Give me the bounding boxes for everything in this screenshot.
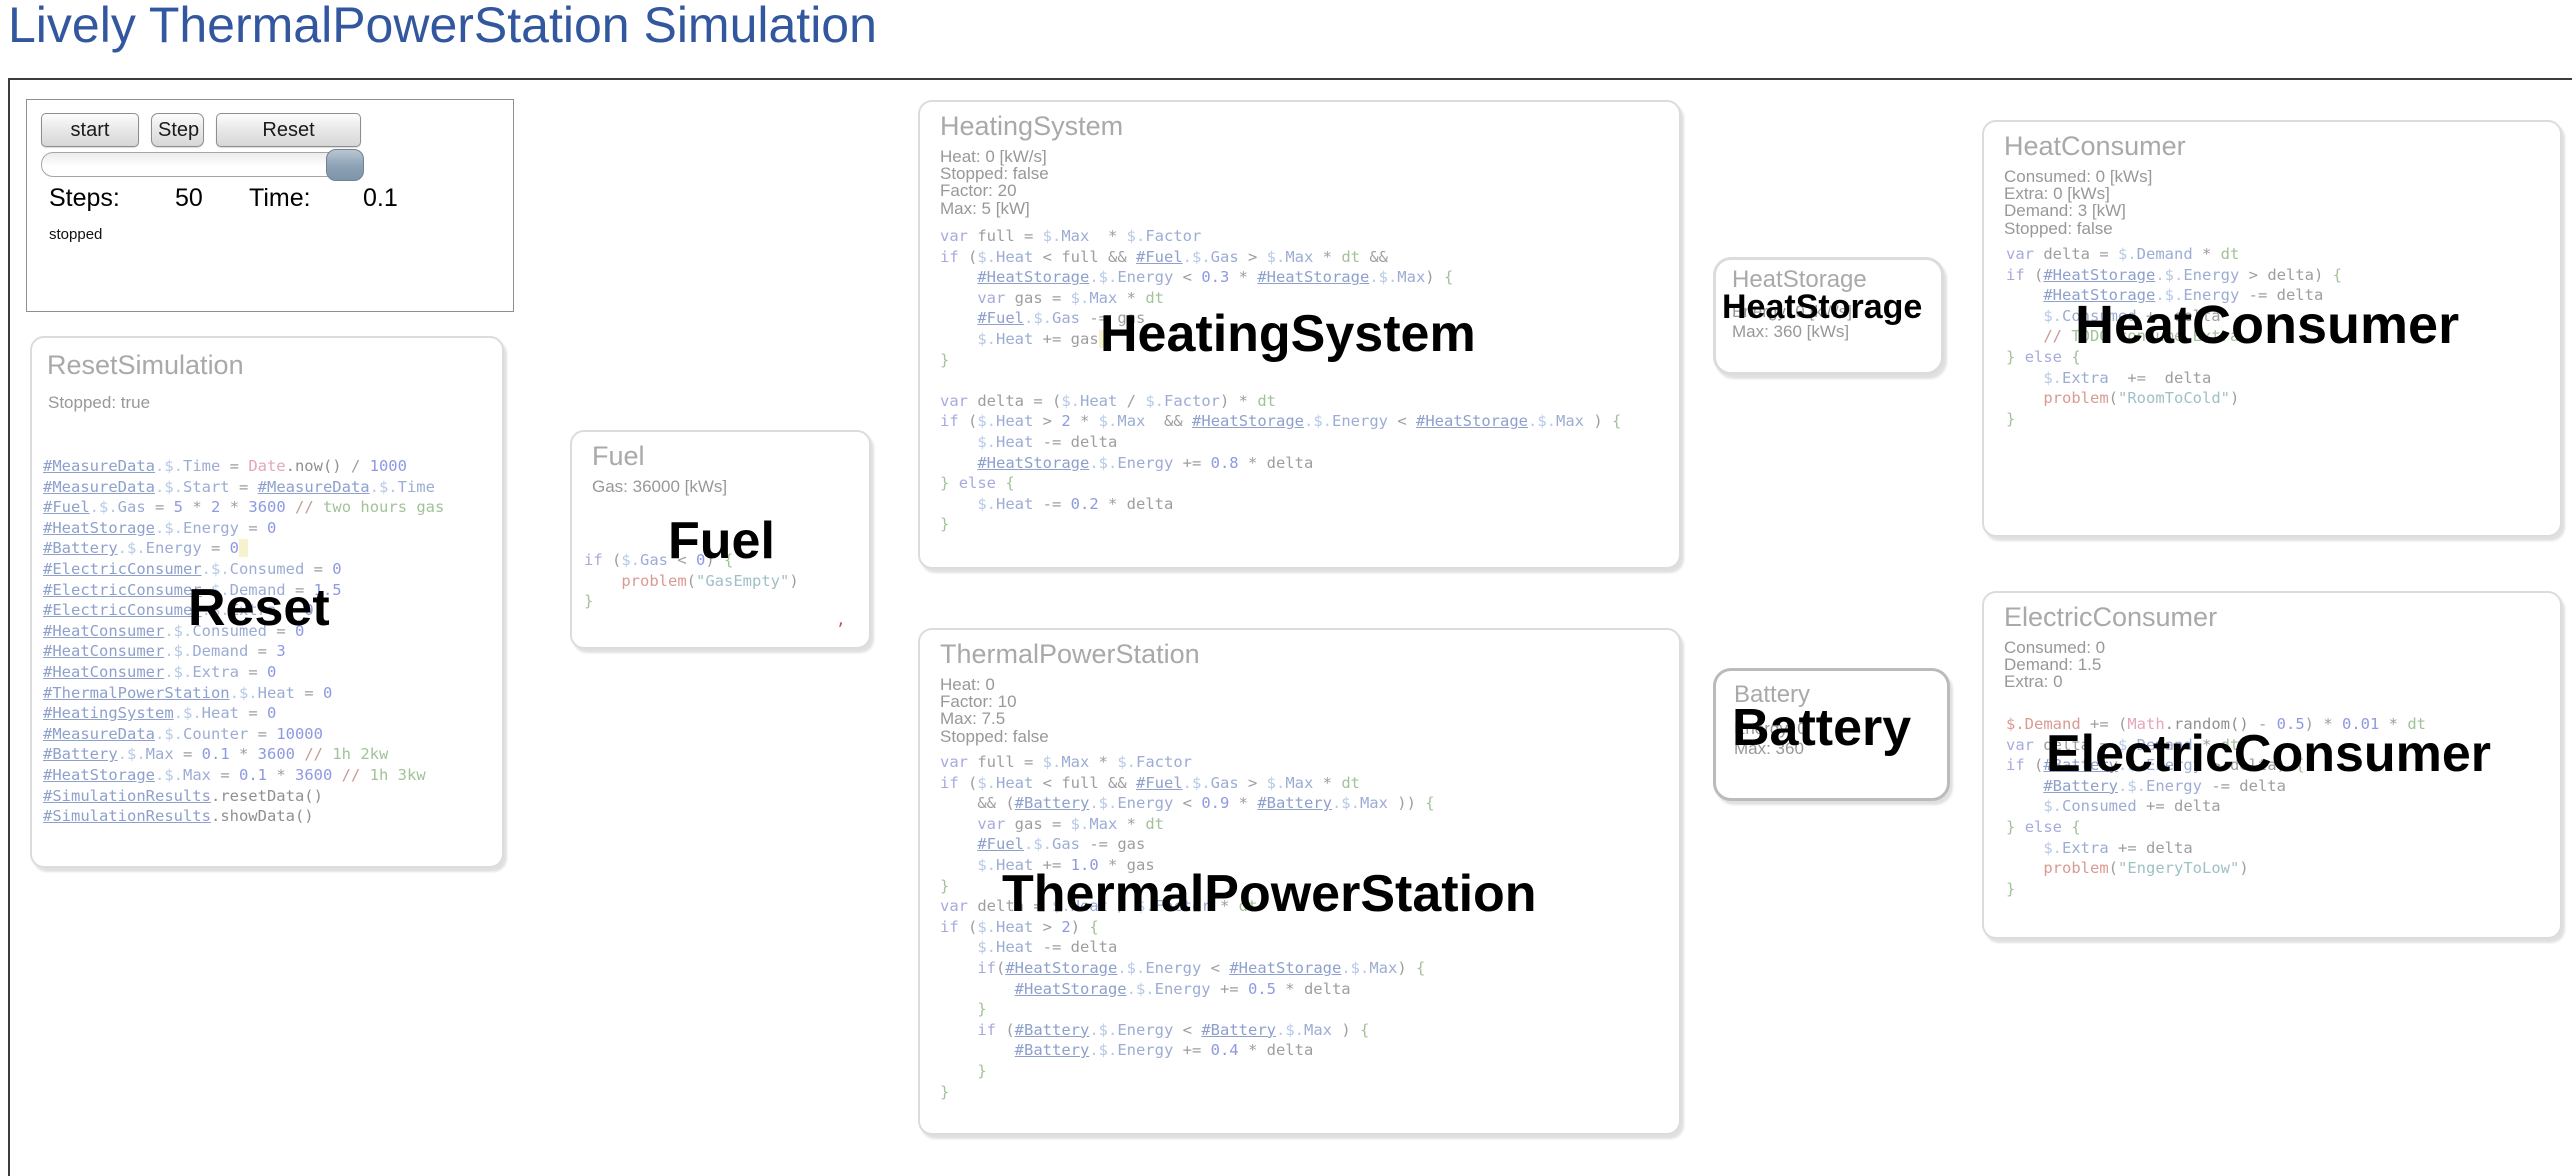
stat-line: Stopped: false bbox=[940, 726, 1049, 746]
stat-line: Max: 360 [kWs] bbox=[1732, 322, 1850, 341]
overlay-label-electric-consumer: ElectricConsumer bbox=[2046, 725, 2492, 783]
code-editor[interactable]: $.Demand += (Math.random() - 0.5) * 0.01… bbox=[2006, 715, 2426, 898]
panel-title: ElectricConsumer bbox=[2004, 602, 2218, 632]
panel-stats: Stopped: true bbox=[48, 394, 150, 411]
overlay-label-heating-system: HeatingSystem bbox=[1100, 305, 1476, 363]
stat-line: Stopped: true bbox=[48, 393, 151, 412]
panel-heat-storage[interactable]: HeatStorage Energy: 0 [kWs]Max: 360 [kWs… bbox=[1713, 257, 1944, 375]
status-text: stopped bbox=[49, 226, 103, 243]
overlay-label-heat-storage: HeatStorage bbox=[1722, 288, 1923, 326]
panel-title: ThermalPowerStation bbox=[940, 639, 1200, 669]
stat-line: Stopped: false bbox=[2004, 218, 2113, 238]
step-button[interactable]: Step bbox=[151, 113, 204, 147]
time-label: Time: bbox=[249, 184, 311, 212]
panel-heating-system[interactable]: HeatingSystem Heat: 0 [kW/s]Stopped: fal… bbox=[918, 100, 1681, 569]
panel-title: HeatingSystem bbox=[940, 111, 1124, 141]
stat-line: Extra: 0 bbox=[2004, 672, 2063, 692]
stat-line: Energy: 0 [kWs] bbox=[1732, 302, 1852, 321]
code-editor[interactable]: #MeasureData.$.Time = Date.now() / 1000#… bbox=[43, 457, 445, 826]
world-container-border bbox=[8, 78, 2572, 1176]
overlay-label-battery: Battery bbox=[1732, 699, 1912, 757]
stray-mark: , bbox=[836, 610, 846, 629]
panel-stats: Gas: 36000 [kWs] bbox=[592, 478, 727, 495]
overlay-label-reset: Reset bbox=[188, 579, 330, 637]
overlay-label-thermal-power-station: ThermalPowerStation bbox=[1002, 865, 1537, 923]
stat-line: Max: 7.5 bbox=[940, 709, 1006, 729]
start-button[interactable]: start bbox=[41, 113, 139, 147]
panel-title: HeatConsumer bbox=[2004, 131, 2186, 161]
panel-title: ResetSimulation bbox=[47, 350, 244, 380]
time-value[interactable]: 0.1 bbox=[363, 184, 398, 212]
panel-title: HeatStorage bbox=[1732, 266, 1867, 293]
slider-thumb[interactable] bbox=[326, 149, 364, 181]
stat-line: Heat: 0 bbox=[940, 675, 995, 694]
stat-line: Demand: 3 [kW] bbox=[2004, 201, 2126, 221]
stat-line: Gas: 36000 [kWs] bbox=[592, 477, 728, 496]
overlay-label-heat-consumer: HeatConsumer bbox=[2075, 295, 2460, 355]
stat-line: Max: 5 [kW] bbox=[940, 198, 1030, 218]
stat-line: Max: 360 bbox=[1734, 739, 1804, 758]
stat-line: Factor: 10 bbox=[940, 692, 1017, 712]
overlay-label-fuel: Fuel bbox=[668, 512, 775, 570]
code-editor[interactable]: if ($.Gas < 0) { problem("GasEmpty")} bbox=[584, 551, 799, 611]
panel-stats: Energy: 0 [kWs]Max: 360 [kWs] bbox=[1732, 302, 1852, 342]
stat-line: Consumed: 0 bbox=[2004, 638, 2106, 657]
steps-label: Steps: bbox=[49, 184, 120, 212]
reset-button[interactable]: Reset bbox=[216, 113, 361, 147]
stat-line: Consumed: 0 [kWs] bbox=[2004, 167, 2153, 186]
panel-stats: Consumed: 0 [kWs]Extra: 0 [kWs]Demand: 3… bbox=[2004, 168, 2152, 237]
panel-reset-simulation[interactable]: ResetSimulation Stopped: true #MeasureDa… bbox=[30, 336, 504, 868]
panel-title: Fuel bbox=[592, 441, 645, 471]
stat-line: Extra: 0 [kWs] bbox=[2004, 184, 2110, 204]
panel-fuel[interactable]: Fuel Gas: 36000 [kWs] if ($.Gas < 0) { p… bbox=[570, 430, 871, 649]
stat-line: Heat: 0 [kW/s] bbox=[940, 147, 1047, 166]
panel-heat-consumer[interactable]: HeatConsumer Consumed: 0 [kWs]Extra: 0 [… bbox=[1982, 120, 2562, 537]
stat-line: Demand: 1.5 bbox=[2004, 655, 2102, 675]
speed-slider[interactable] bbox=[41, 149, 364, 181]
simulation-control-panel[interactable]: start Step Reset Steps: 50 Time: 0.1 sto… bbox=[26, 99, 514, 312]
stat-line: Factor: 20 bbox=[940, 181, 1017, 201]
panel-title: Battery bbox=[1734, 681, 1811, 708]
steps-value[interactable]: 50 bbox=[175, 184, 203, 212]
stat-line: Energy: 0 bbox=[1734, 719, 1807, 738]
page-title: Lively ThermalPowerStation Simulation bbox=[8, 0, 877, 53]
stat-line: Stopped: false bbox=[940, 164, 1049, 184]
